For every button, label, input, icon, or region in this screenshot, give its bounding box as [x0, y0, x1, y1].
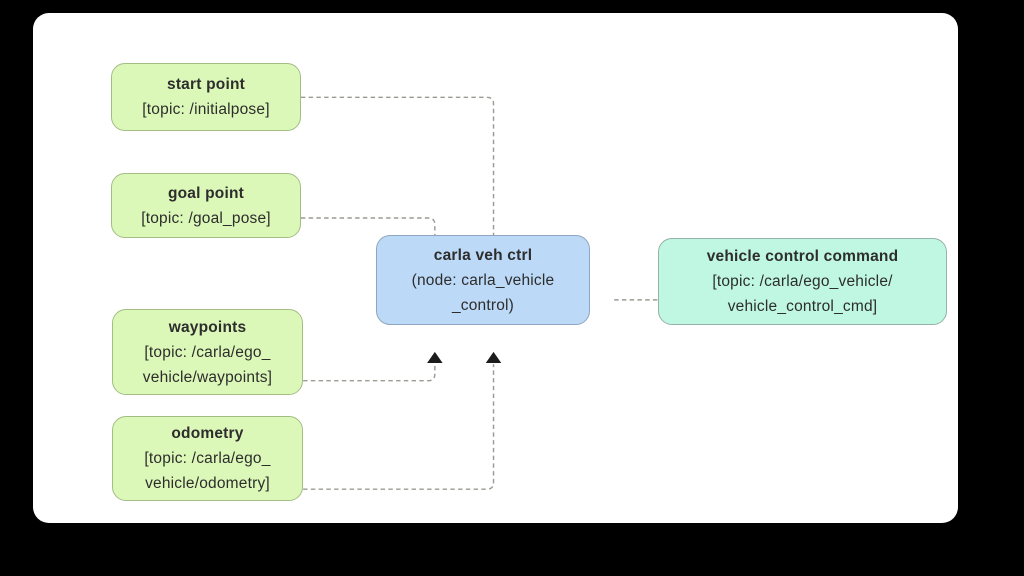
node-title: vehicle control command [706, 248, 899, 265]
connector-waypoints-to-ctrl [295, 364, 436, 382]
diagram-canvas: start point [topic: /initialpose] goal p… [33, 13, 958, 523]
node-title: start point [167, 76, 245, 93]
node-topic: vehicle/waypoints] [142, 368, 273, 386]
arrowhead-odometry-to-ctrl [485, 351, 502, 363]
node-label: (node: carla_vehicle [411, 271, 555, 289]
connector-odometry-to-ctrl [295, 364, 495, 490]
node-topic: vehicle/odometry] [145, 475, 270, 492]
node-topic: [topic: /goal_pose] [141, 209, 271, 227]
node-label: _control) [451, 296, 515, 314]
node-title: waypoints [168, 318, 247, 336]
connector-start-to-ctrl [293, 96, 495, 236]
node-title: odometry [171, 425, 244, 442]
node-start-point: start point [topic: /initialpose] [111, 63, 301, 131]
arrowhead-waypoints-to-ctrl [427, 351, 443, 363]
node-title: goal point [167, 184, 245, 202]
node-odometry: odometry [topic: /carla/ego_ vehicle/odo… [112, 416, 303, 501]
node-topic: [topic: /initialpose] [142, 101, 270, 118]
node-vehicle-control-command: vehicle control command [topic: /carla/e… [658, 238, 947, 325]
node-topic: vehicle_control_cmd] [727, 298, 878, 315]
node-goal-point: goal point [topic: /goal_pose] [111, 173, 301, 238]
node-topic: [topic: /carla/ego_ [144, 450, 271, 467]
node-title: carla veh ctrl [433, 246, 533, 264]
node-topic: [topic: /carla/ego_vehicle/ [712, 273, 893, 290]
connector-goal-to-ctrl [293, 217, 436, 236]
node-waypoints: waypoints [topic: /carla/ego_ vehicle/wa… [112, 309, 303, 395]
node-carla-veh-ctrl: carla veh ctrl (node: carla_vehicle _con… [376, 235, 590, 325]
node-topic: [topic: /carla/ego_ [144, 343, 271, 361]
